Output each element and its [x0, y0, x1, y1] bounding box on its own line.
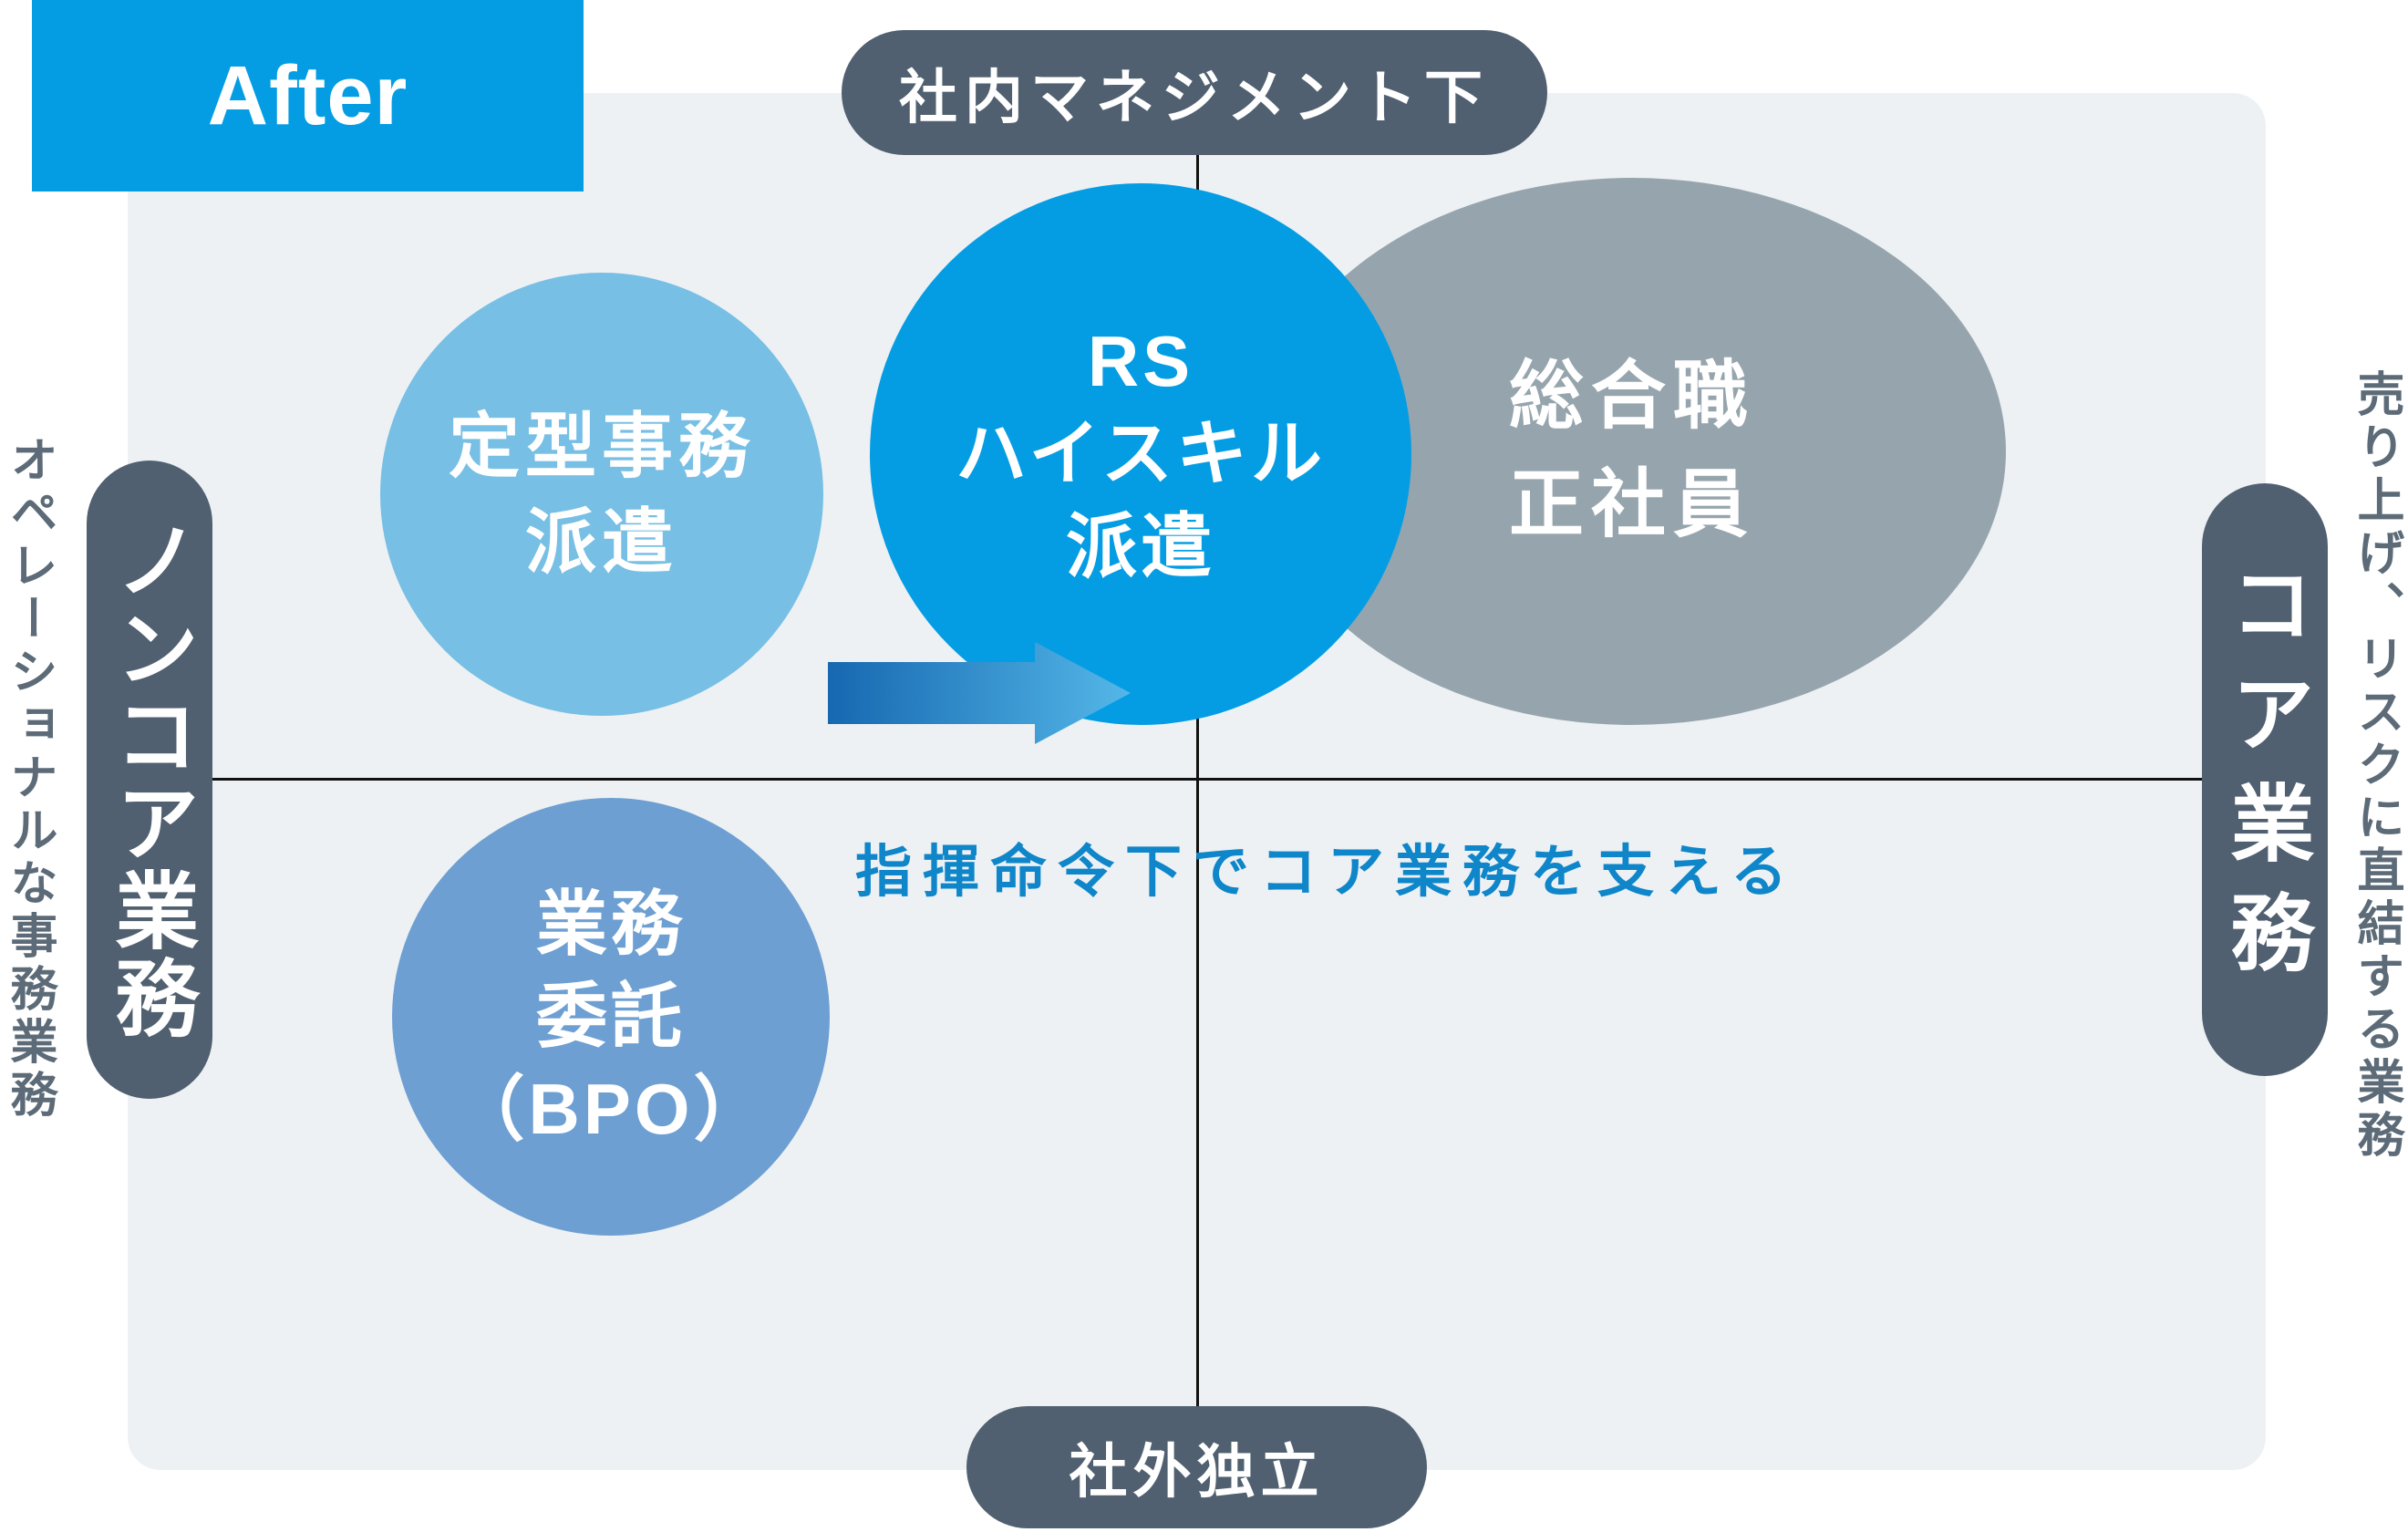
axis-pill-left-label: ノンコア業務	[103, 517, 196, 1042]
bubble-regular-employees-line2: 正社員	[1508, 463, 1755, 546]
axis-pill-bottom: 社外独立	[966, 1406, 1427, 1528]
horizontal-axis-line	[212, 778, 2202, 781]
annotation-support-core-work: 指揮命令下でコア業務を支える	[855, 841, 1799, 904]
after-badge: After	[32, 0, 584, 192]
axis-pill-right-label: コア業務	[2218, 561, 2311, 999]
bubble-regular-employees-line1: 総合職	[1508, 355, 1755, 439]
axis-pill-top-label: 社内マネジメント下	[899, 64, 1490, 130]
bubble-bpo: 業務 委託 （BPO）	[392, 798, 830, 1236]
axis-pill-bottom-label: 社外独立	[1069, 1439, 1325, 1505]
bubble-routine-dispatch-line2: 派遣	[524, 502, 678, 582]
bubble-rs-high-skill-line1: RS	[1087, 320, 1194, 401]
bubble-rs-high-skill-line3: 派遣	[1065, 505, 1215, 586]
vertical-axis-line	[1196, 155, 1199, 1406]
axis-pill-top: 社内マネジメント下	[842, 30, 1547, 155]
right-shift-arrow-icon	[821, 638, 1135, 748]
bubble-rs-high-skill-line2: ハイスキル	[955, 413, 1327, 494]
bubble-bpo-line2: 委託	[535, 976, 686, 1057]
outer-caption-left: オペレーショナルな事務業務	[3, 435, 56, 1123]
bubble-bpo-line1: 業務	[535, 883, 686, 964]
axis-pill-right: コア業務	[2202, 483, 2328, 1076]
bubble-bpo-line3: （BPO）	[453, 1068, 769, 1149]
bubble-routine-dispatch: 定型事務 派遣	[380, 273, 823, 716]
outer-caption-right: 売り上げ、リスクに直結する業務	[2350, 369, 2403, 1163]
axis-pill-left: ノンコア業務	[87, 461, 212, 1099]
after-badge-label: After	[207, 48, 408, 142]
bubble-routine-dispatch-line1: 定型事務	[448, 405, 755, 486]
bubble-rs-high-skill: RS ハイスキル 派遣	[870, 183, 1411, 725]
